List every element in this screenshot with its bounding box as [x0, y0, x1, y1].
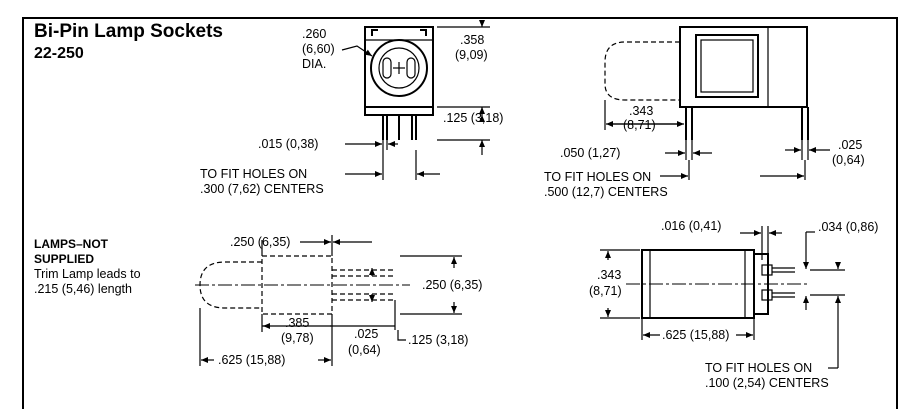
side-offset-mm: (8,71): [623, 118, 656, 132]
front-pin-width: .015 (0,38): [258, 137, 319, 151]
title: Bi-Pin Lamp Sockets: [34, 21, 223, 42]
side-view-socket: [604, 26, 830, 180]
side-holes-line1: TO FIT HOLES ON: [544, 170, 652, 184]
lamp-base-length-mm: (9,78): [281, 331, 314, 345]
lamp-lead-length: .125 (3,18): [408, 333, 469, 347]
front-height-inch: .358: [460, 33, 485, 47]
front-view-socket: [341, 20, 490, 180]
top-view-socket: [600, 226, 845, 369]
side-pin-dia-inch: .025: [838, 138, 863, 152]
side-holes-line2: .500 (12,7) CENTERS: [544, 185, 668, 199]
side-pin-dia-mm: (0,64): [832, 153, 865, 167]
top-length: .625 (15,88): [662, 328, 730, 342]
front-holes-line2: .300 (7,62) CENTERS: [200, 182, 324, 196]
top-wall-thickness: .016 (0,41): [661, 219, 722, 233]
lamp-lead-dia-inch: .025: [354, 327, 379, 341]
drawing-border: [22, 17, 898, 409]
note-text-line1: Trim Lamp leads to: [34, 267, 141, 281]
top-holes-line1: TO FIT HOLES ON: [705, 361, 813, 375]
note-heading-line2: SUPPLIED: [34, 252, 95, 266]
top-pin-spacing: .034 (0,86): [818, 220, 879, 234]
front-height-mm: (9,09): [455, 48, 488, 62]
part-number: 22-250: [34, 45, 84, 62]
front-dia-suffix: DIA.: [302, 57, 327, 71]
front-dia-inch: .260: [302, 27, 327, 41]
front-holes-line1: TO FIT HOLES ON: [200, 167, 308, 181]
note-text-line2: .215 (5,46) length: [34, 282, 132, 296]
top-height-inch: .343: [597, 268, 622, 282]
lamp-body-diameter: .250 (6,35): [422, 278, 483, 292]
lamp-base-length-inch: .385: [285, 316, 310, 330]
side-pin-gap: .050 (1,27): [560, 146, 621, 160]
note-heading-line1: LAMPS–NOT: [34, 237, 109, 251]
top-height-mm: (8,71): [589, 284, 622, 298]
front-pin-length: .125 (3,18): [443, 111, 504, 125]
side-offset-inch: .343: [629, 104, 654, 118]
front-dia-mm: (6,60): [302, 42, 335, 56]
top-holes-line2: .100 (2,54) CENTERS: [705, 376, 829, 390]
lamp-body-length: .250 (6,35): [230, 235, 291, 249]
lamp-lead-dia-mm: (0,64): [348, 343, 381, 357]
lamp-outline-view: [195, 235, 462, 366]
lamp-total-length: .625 (15,88): [218, 353, 286, 367]
